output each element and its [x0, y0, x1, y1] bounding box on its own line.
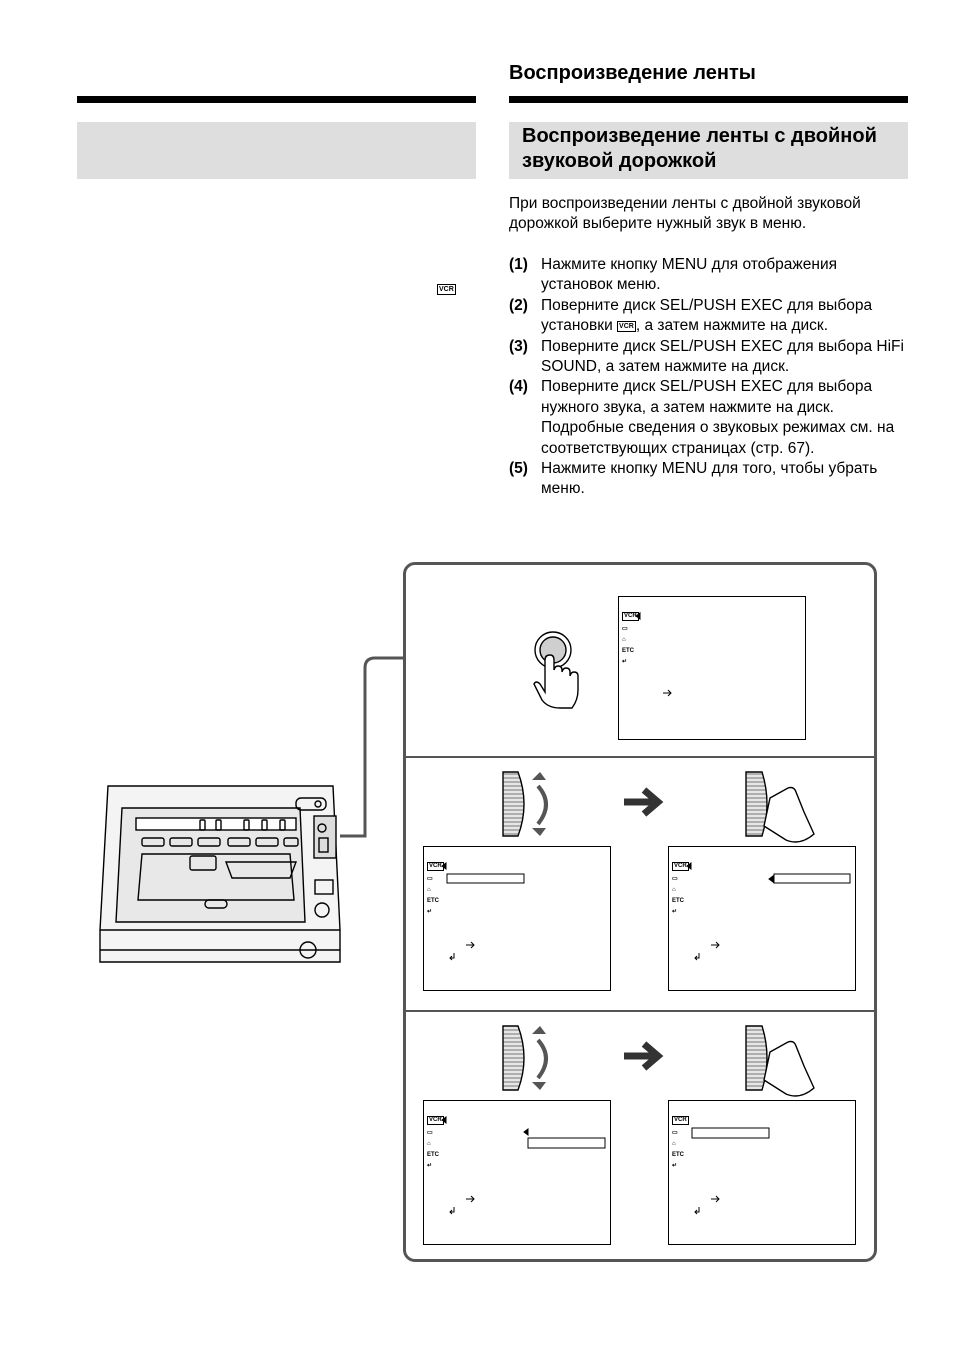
etc-icon: ETC	[672, 898, 684, 904]
step-number: (3)	[509, 337, 528, 355]
etc-icon: ETC	[622, 648, 634, 654]
left-title-band	[77, 122, 476, 179]
etc-icon: ETC	[427, 1152, 439, 1158]
etc-icon: ETC	[672, 1152, 684, 1158]
step-number: (1)	[509, 256, 528, 273]
step-item: (2) Поверните диск SEL/PUSH EXEC для выб…	[509, 296, 909, 337]
step-text: Поверните диск SEL/PUSH EXEC для выбора …	[541, 337, 904, 376]
menu-icons-5: VCR ▭⌂ ETC ↵	[672, 1116, 689, 1169]
menu-screen-1	[618, 596, 806, 740]
menu-screen-4	[423, 1100, 611, 1245]
etc-icon: ETC	[427, 898, 439, 904]
step-number: (5)	[509, 460, 528, 478]
return-icon: ↵	[427, 909, 433, 915]
return-icon: ↵	[427, 1163, 433, 1169]
step-note: Подробные сведения о звуковых режимах см…	[541, 419, 895, 457]
panel-divider	[406, 1010, 874, 1012]
page-title: Воспроизведение ленты с двойной звуковой…	[522, 125, 877, 172]
return-icon: ↵	[672, 909, 678, 915]
return-icon: ↵	[622, 659, 628, 665]
step-text: Нажмите кнопку MENU для отображения уста…	[541, 256, 837, 294]
vcr-icon: VCR	[437, 284, 456, 295]
step-item: (5) Нажмите кнопку MENU для того, чтобы …	[509, 459, 909, 500]
step-text: Нажмите кнопку MENU для того, чтобы убра…	[541, 460, 878, 498]
section-title: Воспроизведение ленты	[509, 62, 756, 84]
step-item: (4) Поверните диск SEL/PUSH EXEC для выб…	[509, 377, 909, 459]
step-item: (3) Поверните диск SEL/PUSH EXEC для выб…	[509, 337, 909, 378]
menu-screen-5	[668, 1100, 856, 1245]
step-text-end: , а затем нажмите на диск.	[635, 317, 829, 335]
menu-screen-2	[423, 846, 611, 991]
step-text: Поверните диск SEL/PUSH EXEC для выбора …	[541, 378, 873, 416]
steps-list: (1) Нажмите кнопку MENU для отображения …	[509, 255, 909, 500]
right-title-band	[509, 122, 908, 179]
step-number: (2)	[509, 296, 528, 314]
panel-divider	[406, 756, 874, 758]
right-rule	[509, 96, 908, 103]
menu-screen-3	[668, 846, 856, 991]
instruction-panel	[403, 562, 877, 1262]
step-item: (1) Нажмите кнопку MENU для отображения …	[509, 255, 909, 296]
vcr-icon: VCR	[672, 1116, 689, 1125]
step-number: (4)	[509, 378, 528, 396]
intro-paragraph: При воспроизведении ленты с двойной звук…	[509, 195, 861, 232]
vcr-icon: VCR	[617, 321, 636, 333]
step-text: Поверните диск SEL/PUSH EXEC для выбора …	[541, 296, 873, 335]
left-rule	[77, 96, 476, 103]
return-icon: ↵	[672, 1163, 678, 1169]
